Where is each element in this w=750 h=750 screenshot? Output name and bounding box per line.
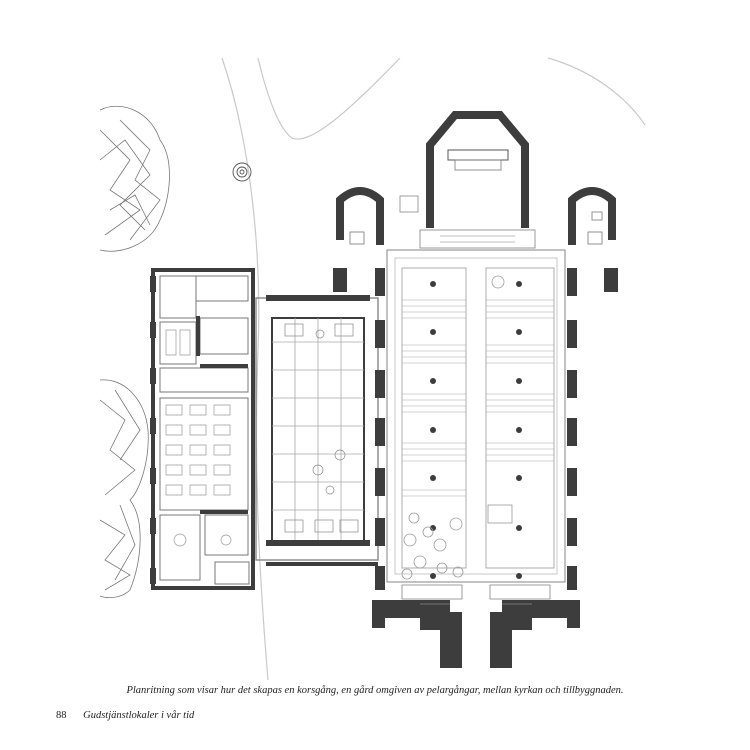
fountain-symbol [232,162,252,182]
page-footer: 88 Gudstjänstlokaler i vår tid [56,710,194,721]
tree-bottom-left [99,379,149,599]
site-paths [221,57,646,681]
church-apse [399,111,536,249]
page-number: 88 [56,710,67,721]
running-title: Gudstjänstlokaler i vår tid [83,710,195,721]
extension-building [150,268,255,590]
entrance-porches [372,584,580,668]
side-chapels [336,187,616,245]
cloister-courtyard [255,295,379,566]
tree-top-left [99,105,170,252]
chapel-details [349,211,603,245]
church-nave [333,249,618,590]
figure-caption: Planritning som visar hur det skapas en … [126,685,624,696]
